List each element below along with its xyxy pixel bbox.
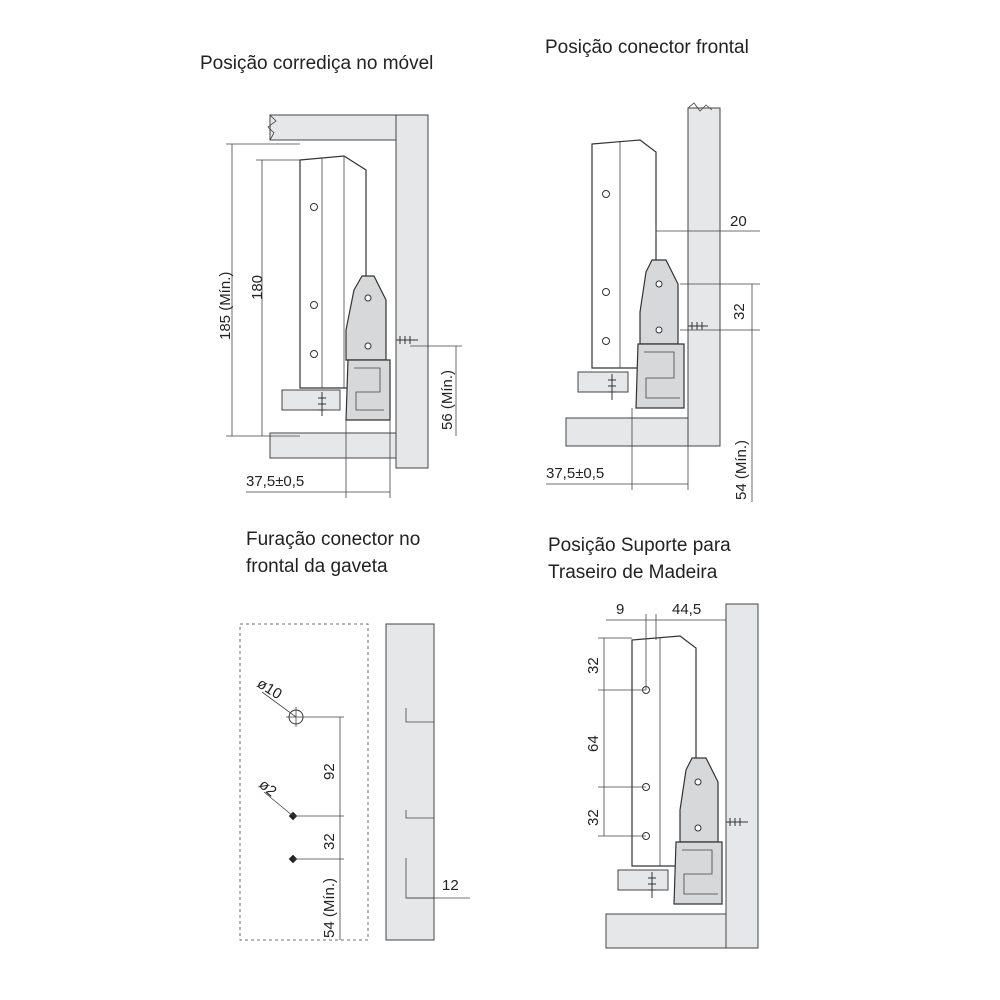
- support-hole: [694, 824, 702, 832]
- small-hole-leader: [263, 791, 344, 860]
- dim-line-56: [410, 345, 462, 436]
- dim-height-min-label: 185 (Mín.): [217, 272, 234, 340]
- break-line: [267, 114, 277, 141]
- dim-44-5-label: 44,5: [672, 601, 701, 618]
- dim-line-32: [680, 283, 760, 331]
- break-line: [687, 102, 713, 112]
- dim-line-185: [226, 143, 300, 437]
- cabinet-bottom-panel: [565, 417, 689, 447]
- connector-hole: [364, 342, 372, 350]
- dim-offset-label: 37,5±0,5: [246, 473, 304, 490]
- support-hole: [694, 778, 702, 786]
- dim-line-180: [256, 159, 300, 436]
- dim-spacing-label: 32: [731, 303, 748, 320]
- screw-icon: [396, 336, 418, 344]
- runner-profile: [682, 849, 718, 895]
- drawer-front-outline: [239, 623, 369, 941]
- cabinet-side-wall: [687, 107, 721, 447]
- rear-support-title-line1: Posição Suporte para: [548, 535, 731, 556]
- connector-hole: [655, 326, 663, 334]
- front-connector: [345, 275, 387, 361]
- drawer-bottom: [577, 371, 629, 393]
- connector-hole: [364, 294, 372, 302]
- dim-9-label: 9: [616, 601, 624, 618]
- drawer-front-section: [385, 623, 435, 941]
- dim-92-label: 92: [321, 763, 338, 780]
- runner-profile: [354, 367, 384, 411]
- dim-line-37-5: [546, 408, 689, 490]
- dim-diameter-large-label: ø10: [254, 675, 285, 703]
- panel-hole: [602, 337, 610, 345]
- dim-line-37-5: [246, 420, 391, 498]
- runner-profile: [644, 351, 680, 399]
- dim-12-label: 12: [442, 877, 459, 894]
- rear-support-title-line2: Traseiro de Madeira: [548, 562, 718, 583]
- cabinet-bottom-panel: [269, 432, 397, 459]
- screw-icon: [648, 872, 656, 898]
- slide-position-title: Posição corrediça no móvel: [200, 53, 434, 74]
- rear-support: [679, 757, 719, 843]
- dim-diameter-small-label: ø2: [255, 776, 279, 800]
- drawer-bottom: [617, 869, 669, 891]
- screw-icon: [726, 818, 748, 826]
- figure-front-drilling: ø10 ø2 92 32 54 (Mín.) 12: [239, 623, 470, 941]
- front-drilling-title-line2: frontal da gaveta: [246, 556, 388, 577]
- front-drilling-title-line1: Furação conector no: [246, 529, 421, 550]
- figure-rear-support-position: 9 44,5 32 64 32: [585, 601, 759, 949]
- panel-hole: [310, 350, 318, 358]
- dim-bottom-min-label: 56 (Mín.): [439, 370, 456, 430]
- drawer-bottom: [281, 389, 341, 411]
- dim-bottom-min-label: 54 (Mín.): [321, 878, 338, 938]
- dim-offset-label: 37,5±0,5: [546, 465, 604, 482]
- screw-icon: [608, 374, 616, 400]
- large-hole-leader: [261, 691, 344, 727]
- cabinet-top-panel: [269, 114, 397, 141]
- dim-line-20: [655, 225, 760, 237]
- figure-slide-position: 185 (Mín.) 180 56 (Mín.) 37,5±0,5: [217, 114, 462, 498]
- slide-runner: [345, 359, 391, 421]
- panel-hole: [310, 203, 318, 211]
- cabinet-side-wall: [725, 603, 759, 949]
- slide-runner: [673, 841, 723, 905]
- dim-64-label: 64: [585, 735, 602, 752]
- screw-icon: [318, 392, 326, 416]
- dim-gap-label: 20: [730, 213, 747, 230]
- panel-hole: [602, 190, 610, 198]
- panel-hole: [310, 301, 318, 309]
- dim-vertical-line: [598, 637, 646, 837]
- screw-icon: [688, 322, 708, 330]
- dim-32-top-label: 32: [585, 657, 602, 674]
- panel-hole: [602, 288, 610, 296]
- panel-edge: [321, 156, 345, 388]
- front-connector-title: Posição conector frontal: [545, 37, 749, 58]
- dim-32-label: 32: [321, 833, 338, 850]
- connector-hole: [655, 280, 663, 288]
- slide-runner: [635, 343, 685, 409]
- dim-32-bottom-label: 32: [585, 809, 602, 826]
- dim-height-label: 180: [249, 275, 266, 300]
- dim-top-line: [606, 614, 727, 690]
- front-connector: [639, 259, 679, 345]
- cabinet-bottom-panel: [605, 913, 727, 949]
- dim-bottom-min-label: 54 (Mín.): [733, 440, 750, 500]
- figure-front-connector-position: 20 32 54 (Mín.) 37,5±0,5: [546, 102, 760, 502]
- cabinet-side-wall: [395, 114, 429, 469]
